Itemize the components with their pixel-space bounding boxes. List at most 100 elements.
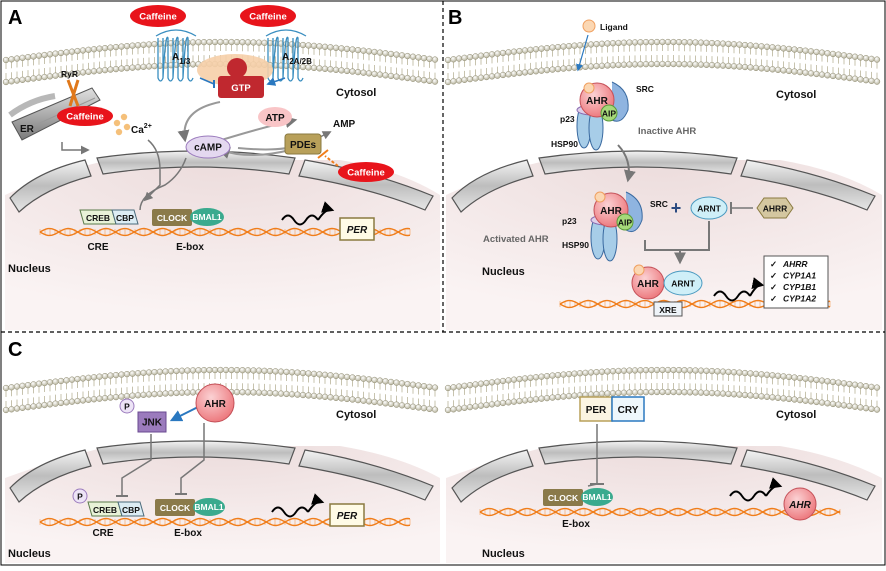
target-genes-box	[763, 255, 829, 309]
gene-check-3: ✓	[770, 294, 777, 304]
nuclear-envelopes	[9, 150, 876, 503]
caffeine-blob-3	[57, 106, 113, 126]
phospho-label-c1: P	[124, 402, 130, 412]
activated-ahr-complex	[590, 191, 643, 262]
gtp-label: GTP	[231, 83, 251, 94]
bmal1-label-a: BMAL1	[192, 212, 222, 222]
calcium-label: Ca2+	[131, 123, 152, 136]
target-genes-list: ✓AHRR✓CYP1A1✓CYP1B1✓CYP1A2	[770, 259, 816, 304]
receptor-a13-label: A1/3	[172, 52, 191, 66]
panel-d-nucleus: Nucleus	[482, 548, 525, 560]
panel-c-nucleus: Nucleus	[8, 548, 51, 560]
jnk-inhibit-line	[121, 434, 152, 496]
ebox-label-a: E-box	[176, 242, 204, 253]
panel-c-cytosol: Cytosol	[336, 409, 376, 421]
per-gene-box-a	[339, 217, 375, 241]
ahrr-hexagon	[756, 197, 794, 219]
p23-label-b1: p23	[560, 114, 575, 124]
g-protein-alpha	[227, 58, 247, 78]
arnt-shape-b2	[663, 270, 703, 296]
cry-protein-label: CRY	[618, 405, 639, 416]
translocation-arrow	[617, 144, 636, 183]
caffeine-blob-1	[130, 5, 186, 27]
clock-label-c: CLOCK	[160, 503, 191, 513]
ahr-to-arnt-arrow	[644, 240, 686, 265]
bmal1-shape-c	[193, 498, 225, 516]
clock-box-d	[543, 489, 583, 506]
creb-label-c: CREB	[93, 505, 117, 515]
gene-name-3: CYP1A2	[783, 294, 816, 304]
gtp-box	[218, 76, 264, 98]
ryr-label: RyR	[61, 69, 78, 79]
cre-label-a: CRE	[87, 242, 108, 253]
clock-box-c	[155, 499, 195, 516]
caffeine-label-1: Caffeine	[139, 12, 176, 23]
bmal1-shape-d	[581, 488, 613, 506]
ahr-label-c: AHR	[204, 399, 226, 410]
ebox-label-d: E-box	[562, 519, 590, 530]
hsp90-label-b1: HSP90	[551, 139, 578, 149]
receptor-a2a2b-label: A2A/2B	[282, 52, 312, 66]
ahr-gene-label-d: AHR	[788, 500, 811, 511]
xre-box	[653, 301, 683, 317]
caffeine-label-3: Caffeine	[66, 112, 103, 123]
transcription-arrow-d	[765, 477, 783, 497]
arnt-join-line	[680, 221, 710, 251]
panel-b-cytosol: Cytosol	[776, 89, 816, 101]
panel-a-nucleus: Nucleus	[8, 263, 51, 275]
bmal1-label-d: BMAL1	[582, 492, 612, 502]
aip-label-b1: AIP	[602, 109, 617, 119]
membrane-c	[2, 366, 439, 414]
ahr-label-b2: AHR	[600, 206, 622, 217]
ligand-circle	[582, 19, 596, 33]
er-to-ca-arrow	[61, 142, 90, 155]
bmal1-shape-a	[190, 208, 224, 226]
panel-b-letter: B	[448, 7, 462, 29]
membrane-d	[444, 366, 881, 414]
transcription-arrow-b	[749, 277, 765, 297]
arnt-label-b1: ARNT	[697, 204, 721, 214]
clock-box-a	[152, 209, 192, 226]
plus-sign: +	[671, 198, 682, 218]
creb-cbp-complex-a	[79, 209, 139, 225]
receptor-a13	[155, 29, 197, 82]
cbp-label-a: CBP	[116, 213, 134, 223]
phospho-circle-c1	[119, 398, 135, 414]
transcription-wave-d	[729, 490, 767, 502]
ligand-bound-b3	[633, 264, 645, 276]
er-structure	[8, 87, 101, 141]
inactive-ahr-complex	[576, 81, 629, 151]
clock-label-d: CLOCK	[548, 493, 579, 503]
atp-label: ATP	[265, 113, 285, 124]
gene-check-0: ✓	[770, 259, 777, 269]
gene-name-1: CYP1A1	[783, 271, 816, 281]
panel-a-cytosol: Cytosol	[336, 87, 376, 99]
envelope-c	[9, 440, 434, 503]
ryr-channel	[66, 79, 80, 107]
caffeine-inhibit-bar	[317, 149, 329, 159]
cre-label-c: CRE	[92, 528, 113, 539]
er-label: ER	[20, 124, 35, 135]
src-label-b2: SRC	[650, 199, 668, 209]
ligand-label: Ligand	[600, 22, 628, 32]
per-protein-box	[579, 396, 613, 422]
pdes-label: PDEs	[290, 140, 317, 151]
activate-arrow-a2a	[266, 77, 286, 86]
cbp-label-c: CBP	[122, 505, 140, 515]
per-gene-label-c: PER	[337, 511, 358, 522]
gene-name-0: AHRR	[782, 259, 808, 269]
panel-b-nucleus: Nucleus	[482, 266, 525, 278]
ahr-shape-c	[195, 383, 235, 423]
transcription-arrow-c	[307, 493, 325, 513]
caffeine-blob-2	[240, 5, 296, 27]
bmal1-label-c: BMAL1	[194, 502, 224, 512]
src-label-b1: SRC	[636, 84, 654, 94]
creb-label-a: CREB	[86, 213, 110, 223]
ahr-gene-circle-d	[783, 487, 817, 521]
transcription-arrow-a	[317, 201, 335, 221]
arnt-label-b2: ARNT	[671, 279, 695, 289]
arnt-shape-b1	[690, 196, 728, 220]
creb-cbp-complex-c	[87, 501, 145, 517]
transcription-wave-a	[281, 214, 319, 226]
